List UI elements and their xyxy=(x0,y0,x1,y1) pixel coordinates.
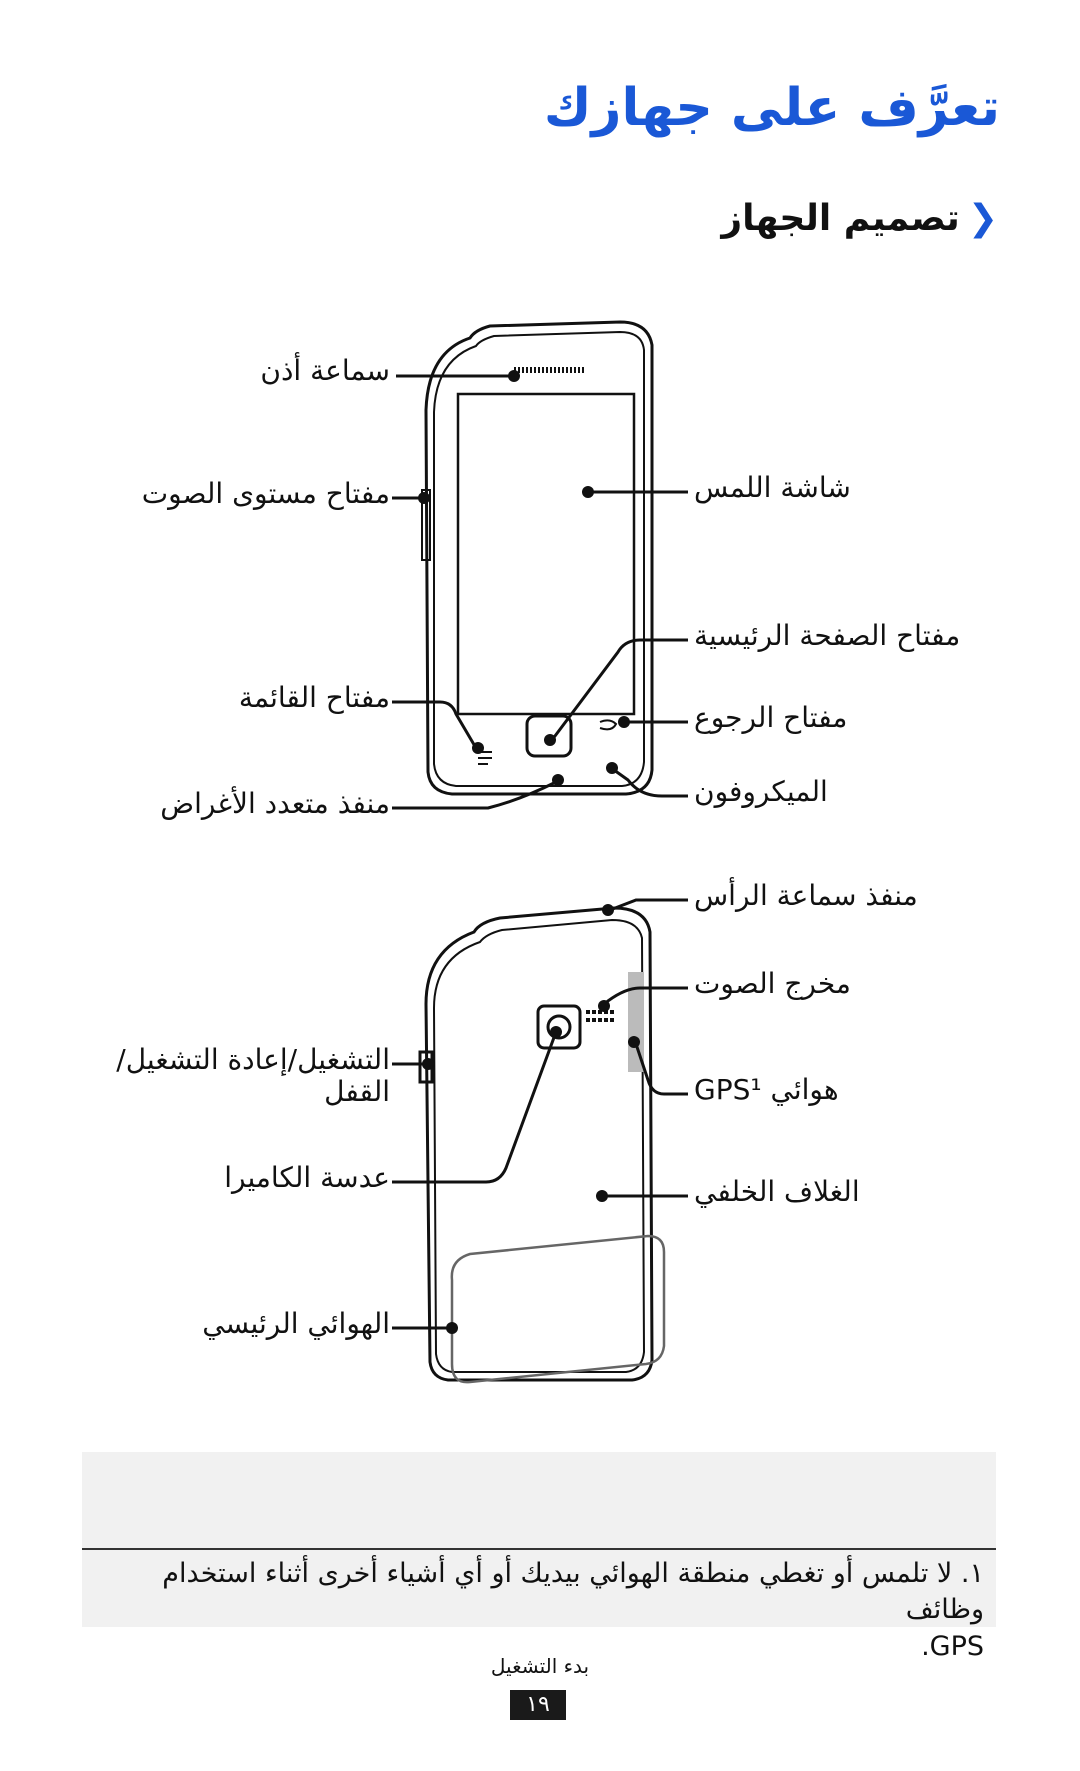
label-power-key-line1: التشغيل/إعادة التشغيل/ xyxy=(116,1043,390,1076)
label-power-key-line2: القفل xyxy=(324,1075,390,1109)
front-phone-inner-edge xyxy=(433,330,645,787)
label-touchscreen: شاشة اللمس xyxy=(694,471,851,504)
back-phone-inner-edge xyxy=(432,918,646,1373)
label-gps-antenna: هوائي GPS¹ xyxy=(694,1073,839,1106)
page-number: ١٩ xyxy=(510,1690,566,1720)
label-power-key: التشغيل/إعادة التشغيل/ القفل xyxy=(116,1043,390,1109)
front-volume-key xyxy=(421,489,431,561)
label-volume-key: مفتاح مستوى الصوت xyxy=(141,477,390,510)
label-back-cover: الغلاف الخلفي xyxy=(694,1175,860,1208)
page-title: تعرَّف على جهازك xyxy=(543,78,1000,138)
section-title: تصميم الجهاز xyxy=(721,198,960,239)
label-headset-jack: منفذ سماعة الرأس xyxy=(694,879,918,912)
footnote-divider xyxy=(82,1548,996,1550)
label-microphone: الميكروفون xyxy=(694,775,828,808)
footnote-text-line1: ١. لا تلمس أو تغطي منطقة الهوائي بيديك أ… xyxy=(162,1558,984,1626)
label-menu-key: مفتاح القائمة xyxy=(238,681,390,714)
front-screen xyxy=(456,392,636,716)
label-earpiece: سماعة أذن xyxy=(260,354,390,387)
back-camera-lens-icon xyxy=(546,1014,572,1040)
front-back-key-icon xyxy=(599,719,618,731)
chevron-left-icon: ❮ xyxy=(967,198,998,239)
label-back-key: مفتاح الرجوع xyxy=(694,701,848,734)
footer-section-name: بدء التشغيل xyxy=(490,1654,590,1678)
section-heading: ❮تصميم الجهاز xyxy=(721,198,998,239)
back-phone-body xyxy=(424,906,654,1382)
footnote: ١. لا تلمس أو تغطي منطقة الهوائي بيديك أ… xyxy=(84,1556,984,1665)
footnote-text-line2: GPS. xyxy=(921,1630,984,1662)
label-home-key: مفتاح الصفحة الرئيسية xyxy=(694,619,961,652)
back-antenna-outline xyxy=(450,1234,666,1384)
label-camera-lens: عدسة الكاميرا xyxy=(224,1161,390,1194)
back-speaker-grille xyxy=(586,1010,616,1022)
label-internal-antenna: الهوائي الرئيسي xyxy=(202,1307,390,1340)
front-home-button xyxy=(525,714,573,758)
footnote-box xyxy=(82,1452,996,1627)
label-multifunction-jack: منفذ متعدد الأغراض xyxy=(160,787,390,820)
label-speaker: مخرج الصوت xyxy=(694,967,851,1000)
back-camera-housing xyxy=(536,1004,582,1050)
